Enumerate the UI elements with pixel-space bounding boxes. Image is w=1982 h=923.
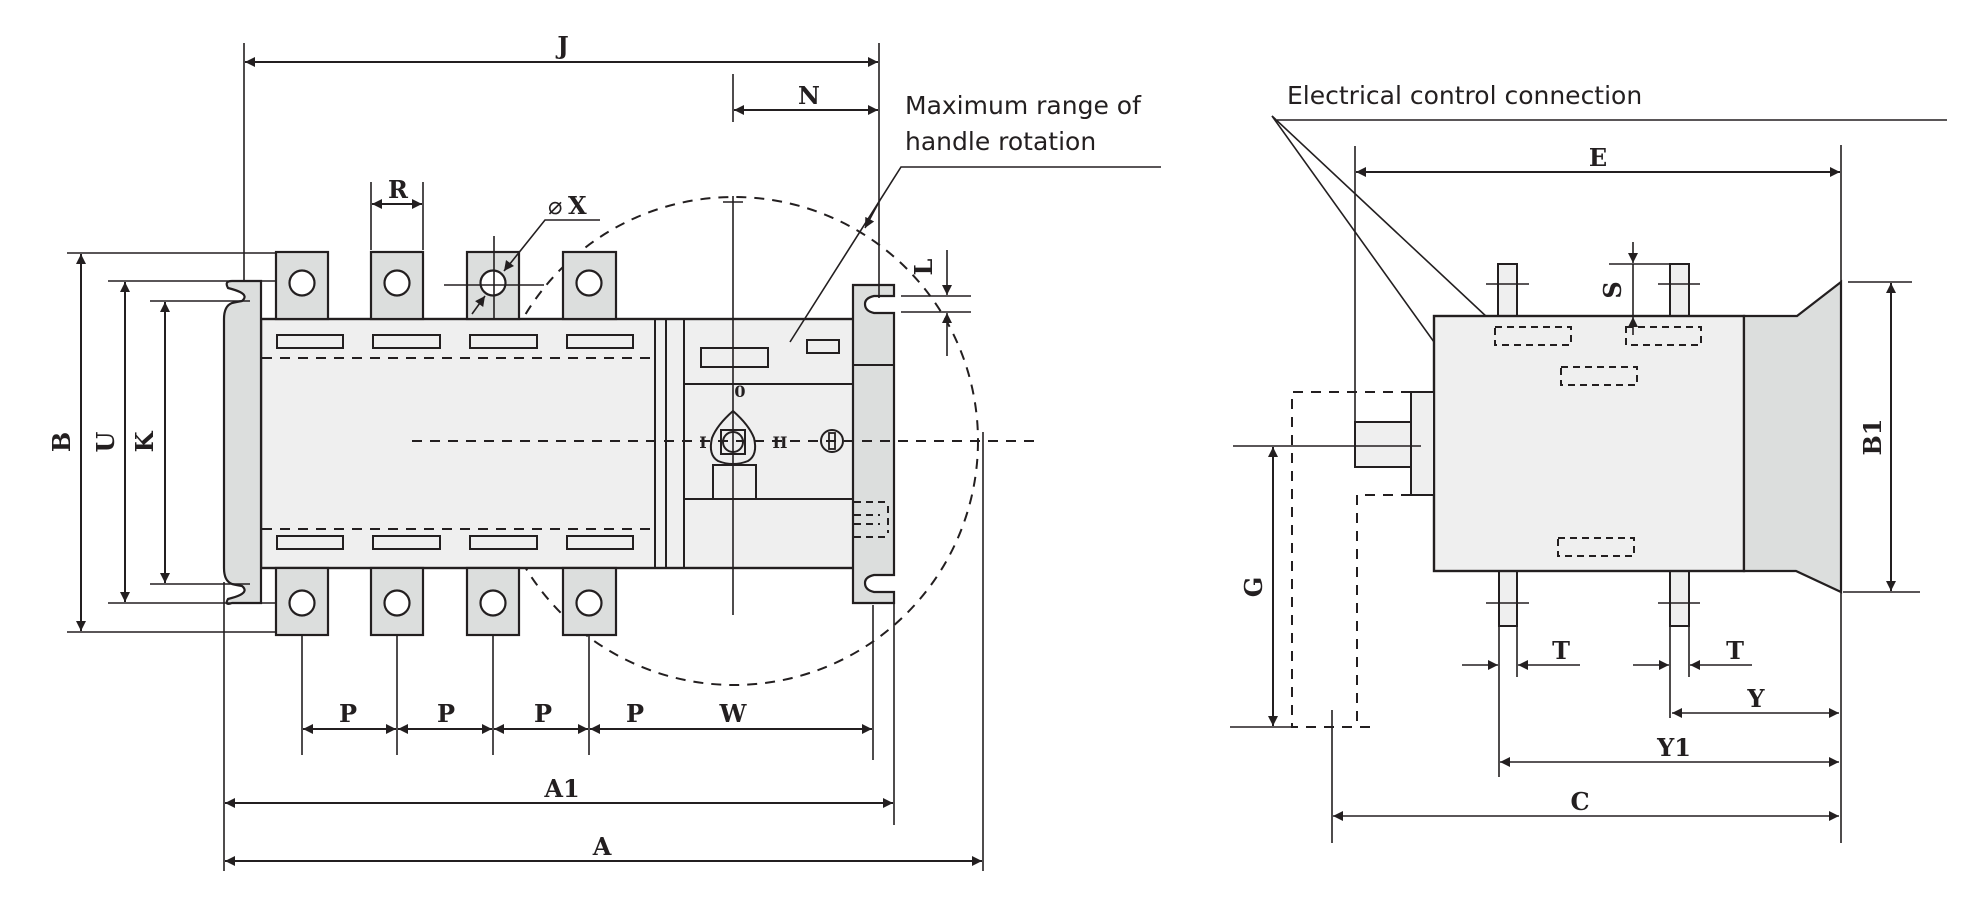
terminal-hole	[479, 269, 507, 297]
dim-label-b1: B1	[1858, 419, 1887, 456]
dim-label-a: A	[592, 832, 612, 861]
x-inner-arrow	[471, 295, 486, 315]
top-terminals	[274, 250, 618, 321]
electrical-control-leader-1	[1271, 115, 1505, 334]
dim-label-t1: T	[1552, 636, 1570, 665]
x-leader-arrow	[503, 260, 514, 272]
handle-rotation-leader-arrow	[864, 199, 881, 229]
left-mounting-flange	[222, 279, 263, 605]
handle-position-2: II	[773, 433, 788, 452]
bottom-slots	[276, 535, 634, 550]
dim-label-x: X	[568, 191, 587, 220]
slot	[276, 535, 344, 550]
bottom-stud-1	[1498, 570, 1518, 627]
dim-label-g: G	[1239, 577, 1268, 598]
side-front-panel	[1742, 279, 1843, 594]
dim-label-p4: P	[626, 699, 644, 728]
control-connection-box-3	[1560, 366, 1638, 386]
dim-label-p3: P	[534, 699, 552, 728]
slot	[469, 334, 538, 349]
terminal-hole	[288, 269, 316, 297]
label-window	[700, 347, 769, 368]
handle-rotation-note-line2: handle rotation	[905, 127, 1096, 156]
handle-position-off: 0	[734, 382, 745, 401]
indicator-window	[806, 339, 840, 354]
top-slots	[276, 334, 634, 349]
slot	[372, 334, 441, 349]
control-connection-box-2	[1625, 326, 1702, 346]
dim-label-t2: T	[1726, 636, 1744, 665]
slot	[372, 535, 441, 550]
terminal-hole	[288, 589, 316, 617]
dim-label-b: B	[47, 432, 76, 452]
side-body	[1432, 314, 1746, 573]
front-view: 0 I II J N Maximum range of handle rotat…	[47, 31, 1161, 871]
handle-rotation-note-line1: Maximum range of	[905, 91, 1142, 120]
terminal-hole	[575, 589, 603, 617]
terminal-hole	[383, 589, 411, 617]
handle-rotation-leader	[789, 166, 1161, 343]
dim-label-r: R	[388, 175, 409, 204]
side-view: Electrical control connection	[1230, 81, 1947, 843]
flange-dashed-detail	[854, 501, 889, 538]
top-stud-1	[1497, 263, 1518, 317]
handle-base	[712, 464, 757, 500]
handle-position-1: I	[699, 433, 706, 452]
dim-label-n: N	[798, 81, 820, 110]
side-handle-plate	[1410, 391, 1435, 496]
dim-label-y: Y	[1746, 684, 1765, 713]
handle-swing-outline-inner	[1356, 494, 1411, 727]
x-leader	[504, 219, 600, 271]
dim-label-p1: P	[339, 699, 357, 728]
dim-label-a1: A1	[543, 774, 579, 803]
control-connection-box-1	[1494, 326, 1572, 346]
dim-label-l: L	[909, 258, 938, 275]
top-stud-2	[1669, 263, 1690, 317]
dim-label-u: U	[91, 431, 120, 452]
dim-label-y1: Y1	[1656, 733, 1691, 762]
electrical-control-note: Electrical control connection	[1287, 81, 1642, 110]
slot	[566, 334, 634, 349]
terminal-hole	[479, 589, 507, 617]
dim-label-w: W	[719, 699, 748, 728]
terminal-hole	[383, 269, 411, 297]
side-handle-knob	[1354, 421, 1412, 468]
diameter-symbol: ⌀	[548, 192, 562, 220]
handle-swing-outline-outer	[1291, 391, 1411, 728]
bottom-stud-2	[1669, 570, 1690, 627]
bottom-terminals	[274, 566, 618, 637]
dim-label-s: S	[1598, 281, 1627, 298]
terminal-hole	[575, 269, 603, 297]
control-connection-box-4	[1557, 537, 1635, 557]
slot	[469, 535, 538, 550]
slot	[276, 334, 344, 349]
dim-label-c: C	[1570, 787, 1589, 816]
dim-label-p2: P	[437, 699, 455, 728]
dim-label-j: J	[555, 31, 568, 60]
right-mounting-flange	[851, 283, 896, 605]
slot	[566, 535, 634, 550]
dim-label-k: K	[130, 430, 159, 452]
dim-label-e: E	[1589, 143, 1607, 172]
